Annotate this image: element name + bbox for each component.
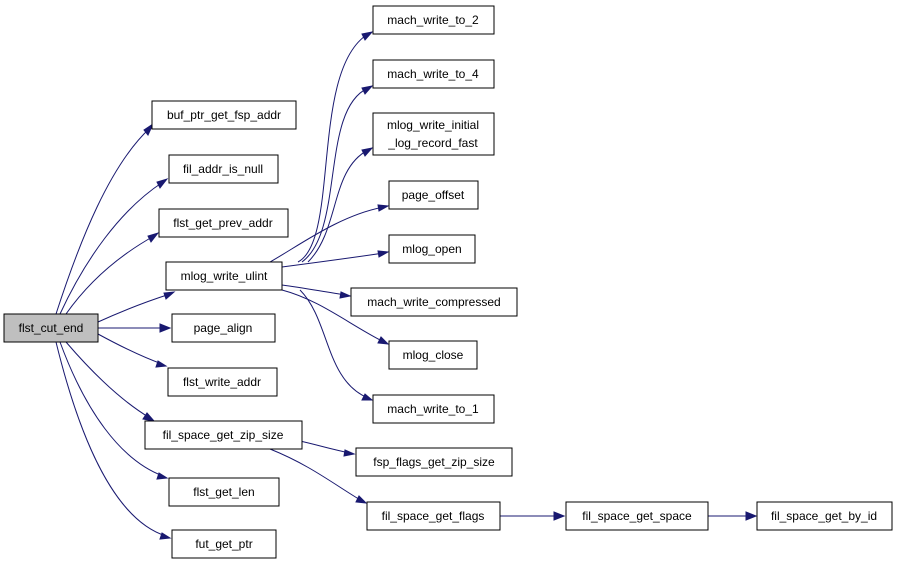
edge-flst-cut-end-to-flst-get-prev-addr bbox=[65, 232, 160, 315]
node-mach-write-to-1[interactable]: mach_write_to_1 bbox=[372, 394, 495, 424]
edge-flst-cut-end-to-flst-get-len bbox=[59, 341, 169, 480]
node-mlog-close[interactable]: mlog_close bbox=[388, 340, 478, 370]
node-label: mlog_write_ulint bbox=[181, 269, 268, 283]
node-fil-space-get-zip-size[interactable]: fil_space_get_zip_size bbox=[144, 420, 303, 450]
node-label: fut_get_ptr bbox=[195, 537, 252, 551]
node-label-line1: mlog_write_initial bbox=[387, 118, 479, 132]
edge-mlog-write-ulint-to-mach-write-to-2 bbox=[297, 31, 374, 263]
edge-mlog-write-ulint-to-mach-write-to-1 bbox=[299, 289, 374, 401]
edge-fil-space-get-flags-to-fil-space-get-space bbox=[500, 511, 566, 521]
node-label: page_align bbox=[194, 321, 253, 335]
node-fut-get-ptr[interactable]: fut_get_ptr bbox=[171, 529, 277, 559]
node-flst-cut-end[interactable]: flst_cut_end bbox=[3, 313, 99, 343]
node-fsp-flags-get-zip-size[interactable]: fsp_flags_get_zip_size bbox=[355, 447, 513, 477]
edge-fil-space-get-zip-size-to-fsp-flags-get-zip-size bbox=[299, 440, 356, 457]
edge-flst-cut-end-to-fil-addr-is-null bbox=[59, 178, 169, 315]
node-label: mach_write_compressed bbox=[367, 295, 500, 309]
node-label-line2: _log_record_fast bbox=[387, 136, 478, 150]
edge-fil-space-get-zip-size-to-fil-space-get-flags bbox=[269, 448, 368, 504]
node-flst-get-prev-addr[interactable]: flst_get_prev_addr bbox=[158, 208, 289, 238]
node-fil-space-get-flags[interactable]: fil_space_get_flags bbox=[366, 501, 501, 531]
edge-fil-space-get-space-to-fil-space-get-by-id bbox=[708, 511, 758, 521]
edge-flst-cut-end-to-mlog-write-ulint bbox=[97, 291, 176, 323]
node-buf-ptr-get-fsp-addr[interactable]: buf_ptr_get_fsp_addr bbox=[151, 100, 297, 130]
node-label: fil_addr_is_null bbox=[183, 162, 263, 176]
node-flst-write-addr[interactable]: flst_write_addr bbox=[167, 367, 278, 397]
node-fil-space-get-by-id[interactable]: fil_space_get_by_id bbox=[756, 501, 893, 531]
node-label: mach_write_to_2 bbox=[387, 13, 479, 27]
node-label: buf_ptr_get_fsp_addr bbox=[167, 108, 281, 122]
edge-flst-cut-end-to-fil-space-get-zip-size bbox=[65, 341, 156, 422]
node-mlog-write-ulint[interactable]: mlog_write_ulint bbox=[165, 261, 283, 291]
edge-flst-cut-end-to-buf-ptr-get-fsp-addr bbox=[55, 122, 155, 315]
node-label: fsp_flags_get_zip_size bbox=[373, 455, 495, 469]
edge-mlog-write-ulint-to-mach-write-to-4 bbox=[301, 85, 374, 263]
edge-mlog-write-ulint-to-mach-write-compressed bbox=[281, 284, 352, 299]
node-label: mach_write_to_1 bbox=[387, 402, 479, 416]
edge-mlog-write-ulint-to-page-offset bbox=[269, 204, 390, 263]
node-mach-write-to-2[interactable]: mach_write_to_2 bbox=[372, 5, 495, 35]
node-label: page_offset bbox=[402, 188, 465, 202]
node-fil-addr-is-null[interactable]: fil_addr_is_null bbox=[168, 154, 279, 184]
node-mach-write-compressed[interactable]: mach_write_compressed bbox=[350, 287, 518, 317]
node-label: fil_space_get_zip_size bbox=[163, 428, 284, 442]
edge-mlog-write-ulint-to-mlog-close bbox=[281, 289, 390, 345]
node-page-align[interactable]: page_align bbox=[171, 313, 276, 343]
node-label: flst_get_prev_addr bbox=[173, 216, 272, 230]
node-label: fil_space_get_flags bbox=[382, 509, 485, 523]
edge-flst-cut-end-to-fut-get-ptr bbox=[55, 341, 172, 540]
node-label: fil_space_get_space bbox=[582, 509, 692, 523]
node-label: fil_space_get_by_id bbox=[771, 509, 877, 523]
edge-mlog-write-ulint-to-mlog-write-initial bbox=[307, 147, 374, 263]
node-label: mlog_close bbox=[403, 348, 464, 362]
node-label: flst_cut_end bbox=[19, 321, 84, 335]
node-label: flst_get_len bbox=[193, 485, 254, 499]
node-fil-space-get-space[interactable]: fil_space_get_space bbox=[565, 501, 709, 531]
edge-flst-cut-end-to-page-align bbox=[98, 323, 172, 333]
node-label: mlog_open bbox=[402, 242, 461, 256]
node-mlog-write-initial-log-record-fast[interactable]: mlog_write_initial _log_record_fast bbox=[372, 112, 495, 156]
node-page-offset[interactable]: page_offset bbox=[388, 180, 479, 210]
edge-mlog-write-ulint-to-mlog-open bbox=[281, 250, 390, 268]
node-mach-write-to-4[interactable]: mach_write_to_4 bbox=[372, 59, 495, 89]
node-mlog-open[interactable]: mlog_open bbox=[388, 234, 476, 264]
node-flst-get-len[interactable]: flst_get_len bbox=[168, 477, 280, 507]
node-label: mach_write_to_4 bbox=[387, 67, 479, 81]
node-label: flst_write_addr bbox=[183, 375, 261, 389]
edge-flst-cut-end-to-flst-write-addr bbox=[97, 333, 168, 368]
